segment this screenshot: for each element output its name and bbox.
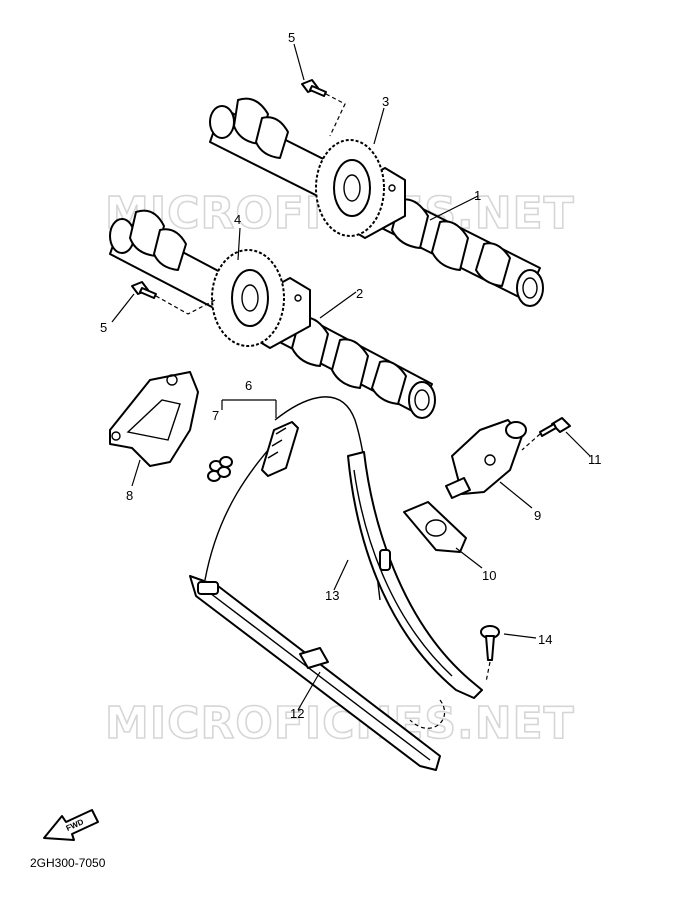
callout-14: 14 — [538, 632, 552, 647]
bolt-lower — [131, 281, 157, 299]
callout-1: 1 — [474, 188, 481, 203]
chain-tensioner — [445, 419, 527, 499]
callout-6: 6 — [245, 378, 252, 393]
sprocket-lower — [211, 249, 285, 347]
callout-11: 11 — [588, 452, 602, 467]
chain-link-joint — [207, 456, 233, 482]
callout-5-upper: 5 — [288, 30, 295, 45]
callout-9: 9 — [534, 508, 541, 523]
diagram-code: 2GH300-7050 — [30, 856, 106, 870]
callout-5-lower: 5 — [100, 320, 107, 335]
guide-bolt — [480, 625, 500, 661]
callout-8: 8 — [126, 488, 133, 503]
tensioner-bolt — [539, 417, 571, 437]
callout-4: 4 — [234, 212, 241, 227]
callout-2: 2 — [356, 286, 363, 301]
callout-13: 13 — [325, 588, 339, 603]
tensioner-gasket — [403, 501, 467, 553]
sprocket-upper — [315, 139, 385, 237]
callout-labels: 1 2 3 4 5 5 6 7 8 9 10 11 12 13 14 — [100, 30, 602, 721]
camshaft-cap — [109, 371, 199, 467]
callout-10: 10 — [482, 568, 496, 583]
callout-12: 12 — [290, 706, 304, 721]
chain-guide-rear — [347, 451, 483, 699]
bolt-upper — [301, 79, 327, 97]
callout-7: 7 — [212, 408, 219, 423]
forward-arrow-icon: FWD — [43, 809, 99, 841]
callout-3: 3 — [382, 94, 389, 109]
chain-guide-front — [189, 575, 441, 771]
leader-lines — [111, 43, 591, 711]
